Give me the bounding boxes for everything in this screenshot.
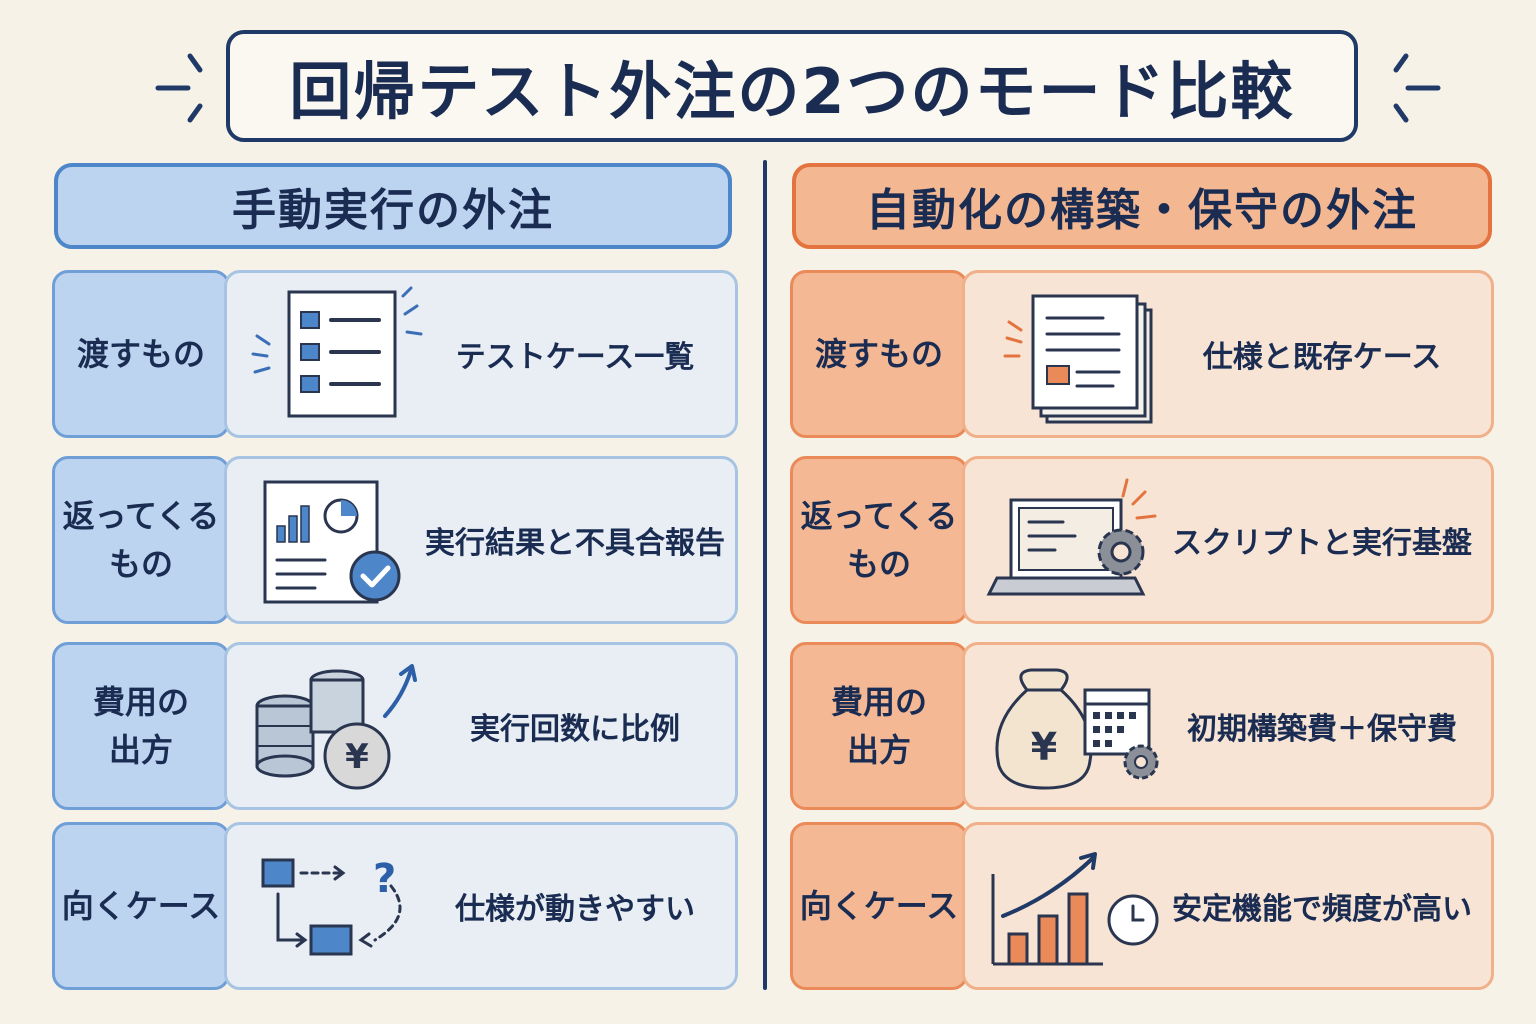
sparkle-left-icon: [155, 53, 203, 123]
row-label-box: 費用の 出方: [52, 642, 230, 810]
row-content-box: テストケース一覧: [224, 270, 738, 438]
row-content-box: ¥ 実行回数に比例: [224, 642, 738, 810]
row-content-box: ¥ 初期構築費＋保守費: [962, 642, 1494, 810]
row-label: 向くケース: [799, 887, 959, 925]
row-label: 返ってくる もの: [800, 497, 958, 583]
left-row-returned: 返ってくる もの 実行結果と不具合報告: [52, 456, 738, 624]
documents-icon: [1003, 294, 1153, 424]
row-label-box: 渡すもの: [52, 270, 230, 438]
row-text: 仕様が動きやすい: [455, 892, 695, 927]
row-content-box: 安定機能で頻度が高い: [962, 822, 1494, 990]
left-row-suitable: 向くケース ? 仕様が動きやすい: [52, 822, 738, 990]
page-title: 回帰テスト外注の2つのモード比較: [289, 55, 1295, 128]
row-text: 安定機能で頻度が高い: [1172, 892, 1472, 927]
right-column-header: 自動化の構築・保守の外注: [792, 163, 1492, 249]
row-text: 実行結果と不具合報告: [425, 526, 725, 561]
row-label-box: 渡すもの: [790, 270, 968, 438]
coins-icon: ¥: [255, 664, 417, 790]
right-row-cost: 費用の 出方 ¥ 初期構築費＋保守費: [790, 642, 1494, 810]
report-icon: [263, 480, 401, 604]
right-header-label: 自動化の構築・保守の外注: [866, 185, 1418, 236]
svg-text:¥: ¥: [1031, 725, 1057, 769]
laptop-gear-icon: [986, 478, 1157, 596]
right-row-suitable: 向くケース 安定機能で頻度が高い: [790, 822, 1494, 990]
left-row-deliverable: 渡すもの テストケース一覧: [52, 270, 738, 438]
right-row-returned: 返ってくる もの スクリプトと実行基盤: [790, 456, 1494, 624]
row-content-box: 仕様と既存ケース: [962, 270, 1494, 438]
row-label: 渡すもの: [814, 335, 943, 373]
row-label-box: 返ってくる もの: [790, 456, 968, 624]
row-label-box: 返ってくる もの: [52, 456, 230, 624]
row-content-box: スクリプトと実行基盤: [962, 456, 1494, 624]
growth-clock-icon: [991, 852, 1159, 966]
row-text: 仕様と既存ケース: [1202, 340, 1442, 375]
row-text: 実行回数に比例: [470, 712, 680, 747]
title-box: 回帰テスト外注の2つのモード比較: [226, 30, 1358, 142]
row-label: 費用の 出方: [830, 683, 927, 769]
row-content-box: ? 仕様が動きやすい: [224, 822, 738, 990]
left-row-cost: 費用の 出方 ¥ 実行回数に比例: [52, 642, 738, 810]
moneybag-calendar-icon: ¥: [995, 668, 1159, 790]
row-label: 費用の 出方: [92, 683, 189, 769]
row-text: スクリプトと実行基盤: [1172, 526, 1472, 561]
left-column-header: 手動実行の外注: [54, 163, 732, 249]
row-label-box: 向くケース: [790, 822, 968, 990]
row-content-box: 実行結果と不具合報告: [224, 456, 738, 624]
row-text: 初期構築費＋保守費: [1187, 712, 1457, 747]
row-label: 返ってくる もの: [62, 497, 220, 583]
row-label-box: 費用の 出方: [790, 642, 968, 810]
row-text: テストケース一覧: [455, 340, 695, 375]
flow-icon: ?: [261, 856, 402, 956]
checklist-icon: [251, 286, 423, 418]
row-label-box: 向くケース: [52, 822, 230, 990]
row-label: 向くケース: [61, 887, 221, 925]
svg-text:?: ?: [373, 856, 396, 902]
right-row-deliverable: 渡すもの 仕様と既存ケース: [790, 270, 1494, 438]
sparkle-right-icon: [1393, 53, 1441, 123]
row-label: 渡すもの: [76, 335, 205, 373]
svg-text:¥: ¥: [345, 737, 369, 777]
column-divider: [763, 160, 767, 990]
left-header-label: 手動実行の外注: [232, 185, 554, 236]
